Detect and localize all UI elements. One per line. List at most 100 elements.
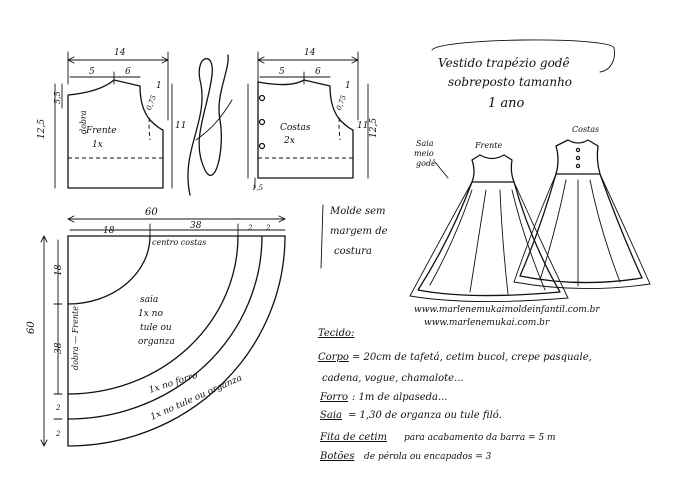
botoes-label: Botões [319,451,354,462]
title-swash [431,39,615,73]
dress-skirt-label-1: Saia [416,139,434,148]
dress-back-label: Costas [572,125,599,134]
title-block: Vestido trapézio godê sobreposto tamanho… [431,39,615,111]
skirt-height-label: 60 [26,321,37,334]
back-drop-label: 1 [345,81,351,91]
back-bottom-label: 1,5 [252,184,264,192]
skirt-left-top-label: 18 [54,264,64,276]
title-line-3: 1 ano [488,96,525,111]
back-piece-label: Costas [280,123,311,133]
front-dress-skirt [417,181,561,297]
back-dress-button-3 [575,163,581,169]
signature-mark: Marlene Mukai [187,54,233,196]
saia-text: = 1,30 de organza ou tule filó. [348,410,502,421]
back-armhole-label: 0,75 [335,94,348,112]
skirt-main-label-1: saia [140,295,158,305]
front-armhole-label: 0,75 [145,94,158,112]
signature-text: Marlene Mukai [211,102,225,196]
front-bodice-piece: 14 5 6 1 12,5 5,5 11 0,75 Frente 1x dobr… [37,48,186,189]
forro-text: : 1m de alpaseda... [352,392,448,403]
fabric-heading: Tecido: [318,328,354,339]
front-armhole-dash [148,117,151,141]
website-url-1: www.marlenemukaimoldeinfantil.com.br [414,305,600,315]
saia-label: Saia [320,410,342,421]
skirt-main-label-2: 1x no [138,309,163,319]
skirt-small-a: 2 [247,224,253,232]
note-line-2: margem de [330,226,388,237]
dress-illustration: Frente Costas Saia meio godê [409,125,651,303]
back-dress-skirt [519,173,643,284]
front-small-label: 5,5 [53,91,62,104]
dress-front-label: Frente [474,141,502,150]
front-dress-overlay [409,181,569,303]
note-line-1: Molde sem [329,206,386,217]
skirt-band1-label: 1x no forro [148,371,200,396]
forro-label: Forro [319,392,348,403]
skirt-waist-arc [67,235,151,305]
back-shoulder-label: 6 [315,67,321,77]
back-dress-bodice [555,139,601,175]
back-bodice-outline [257,79,354,179]
skirt-pattern: 60 18 38 2 2 centro costas 60 18 38 2 2 [26,207,286,447]
botoes-text: de pérola ou encapados = 3 [364,451,492,462]
skirt-hem-arc [67,235,239,395]
fita-label: Fita de cetim [319,432,387,443]
back-neck-label: 5 [279,67,285,77]
front-dress-folds [429,189,546,295]
corpo-line-2: cadena, vogue, chamalote... [322,373,464,384]
note-bracket [320,204,324,269]
front-height-label: 12,5 [37,119,47,139]
front-piece-label: Frente [85,126,117,136]
back-height-label-hidden: 12,5 [231,114,241,134]
back-dress-folds [539,179,621,287]
fita-text: para acabamento da barra = 5 m [404,433,556,443]
back-right-label: 12,5 [369,118,379,138]
skirt-width-label: 60 [145,207,158,218]
title-line-1: Vestido trapézio godê [438,56,570,70]
back-right-inner-label: 11 [357,121,368,131]
skirt-main-label-3: tule ou [140,323,172,333]
seam-allowance-note: Molde sem margem de costura [320,204,388,269]
skirt-main-label-4: organza [138,337,175,347]
skirt-center-label: centro costas [152,238,206,247]
front-width-label: 14 [114,48,126,58]
back-dress-button-1 [575,147,581,153]
back-bodice-piece: 14 5 6 1 12,5 12,5 11 0,75 Costas 2x 1,5 [231,48,379,192]
skirt-fold-label: dobra — Frente [71,306,80,370]
corpo-line-1: = 20cm de tafetá, cetim bucol, crepe pas… [352,352,592,363]
back-armhole-dash [338,117,341,141]
skirt-height-arrowheads [40,235,48,447]
dress-skirt-label-2: meio [414,149,434,158]
skirt-left-mid-label: 38 [54,342,64,354]
dress-skirt-label-3: godê [416,159,436,168]
title-line-2: sobreposto tamanho [448,75,572,89]
back-dress-overlay [513,173,651,289]
back-count-label: 2x [283,136,295,146]
front-shoulder-label: 6 [125,67,131,77]
back-button-3 [258,142,266,150]
corpo-label: Corpo [318,352,349,363]
front-dress-bodice [471,154,515,183]
fabric-list: Tecido: Corpo = 20cm de tafetá, cetim bu… [318,328,592,462]
back-button-1 [258,94,266,102]
website-url-2: www.marlenemukai.com.br [424,318,550,328]
note-line-3: costura [334,246,372,257]
back-dress-button-2 [575,155,581,161]
skirt-band1-arc [67,235,263,420]
signature-stroke [187,54,229,196]
back-width-arrowheads [257,56,359,64]
skirt-inner-label: 18 [103,226,115,236]
front-right-label: 11 [175,121,186,131]
skirt-band-label: 38 [190,221,202,231]
skirt-small-b: 2 [265,224,271,232]
front-fold-label: dobra [79,110,88,134]
skirt-left-b1-label: 2 [55,404,61,412]
back-width-label: 14 [304,48,316,58]
dress-skirt-pointer [434,161,449,179]
front-drop-label: 1 [156,81,162,91]
front-bodice-outline [67,79,164,189]
signature-flourish [195,99,233,141]
front-width-arrowheads [67,56,169,64]
